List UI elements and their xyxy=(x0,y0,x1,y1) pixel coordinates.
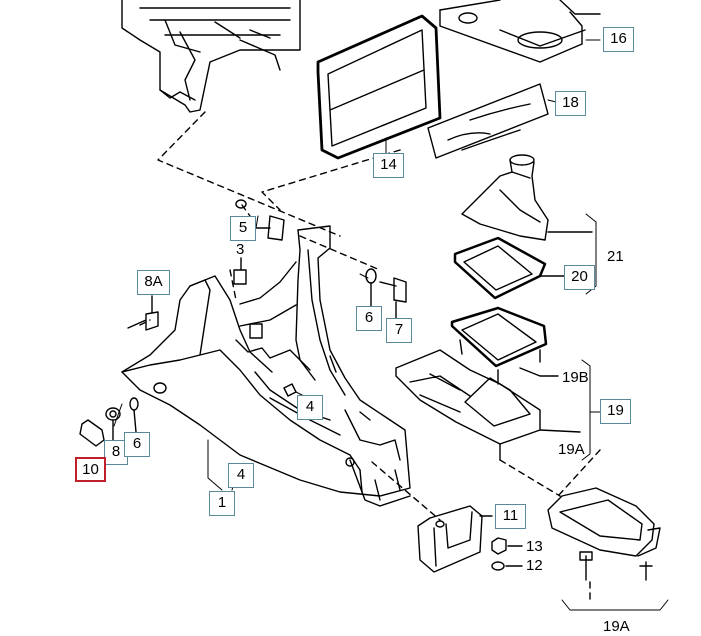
guide-lines-upper xyxy=(139,111,401,326)
washer-12-drawing xyxy=(491,561,523,571)
cap-10-drawing xyxy=(79,419,105,447)
label-19A: 19A xyxy=(558,441,585,458)
callout-11[interactable]: 11 xyxy=(495,504,526,529)
nut-13-drawing xyxy=(491,537,523,555)
center-console-drawing xyxy=(121,225,411,507)
washer-6-drawing xyxy=(129,397,139,433)
guide-lines-lower xyxy=(371,449,601,601)
clip-5-drawing xyxy=(235,199,285,241)
callout-20[interactable]: 20 xyxy=(564,265,595,290)
callout-4b[interactable]: 4 xyxy=(228,463,254,488)
callout-1[interactable]: 1 xyxy=(209,491,235,516)
callout-6a[interactable]: 6 xyxy=(356,306,382,331)
label-19B: 19B xyxy=(562,369,589,386)
bottom-frame-19a-drawing xyxy=(547,487,661,581)
trim-panel-18-drawing xyxy=(427,83,549,159)
label-13: 13 xyxy=(526,538,543,555)
label-12: 12 xyxy=(526,557,543,574)
trim-19a-drawing xyxy=(395,349,581,461)
label-3: 3 xyxy=(236,241,245,258)
dash-housing-drawing xyxy=(121,0,301,113)
callout-5[interactable]: 5 xyxy=(230,216,256,241)
frame-19b-drawing xyxy=(450,306,559,385)
callout-16[interactable]: 16 xyxy=(603,27,634,52)
callout-8A[interactable]: 8A xyxy=(137,270,170,295)
callout-6b[interactable]: 6 xyxy=(124,432,150,457)
callout-19[interactable]: 19 xyxy=(600,399,631,424)
callout-14[interactable]: 14 xyxy=(373,153,404,178)
callout-10[interactable]: 10 xyxy=(75,457,106,482)
frame-14-drawing xyxy=(316,14,442,160)
clip-3-drawing xyxy=(233,257,247,285)
frame-20-drawing xyxy=(453,236,567,300)
screw-8a-drawing xyxy=(127,295,159,331)
cup-holder-16-drawing xyxy=(439,0,601,63)
label-21: 21 xyxy=(607,248,624,265)
callout-18[interactable]: 18 xyxy=(555,91,586,116)
callout-4a[interactable]: 4 xyxy=(297,395,323,420)
nut-8-drawing xyxy=(105,407,121,441)
callout-7[interactable]: 7 xyxy=(386,318,412,343)
gear-boot-21-drawing xyxy=(461,154,593,241)
bracket-11-drawing xyxy=(417,505,493,573)
label-19A-bottom: 19A xyxy=(603,618,630,635)
